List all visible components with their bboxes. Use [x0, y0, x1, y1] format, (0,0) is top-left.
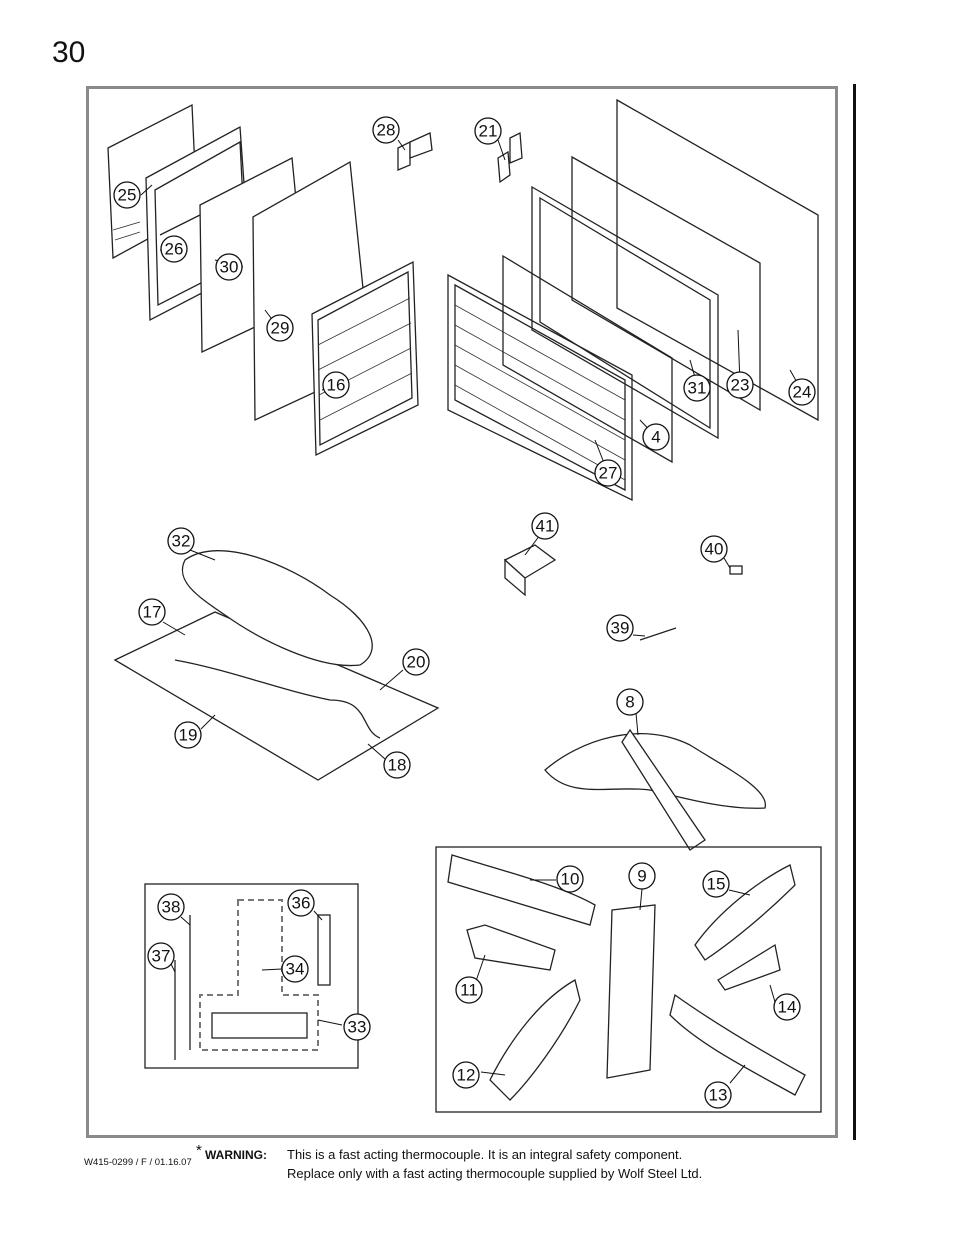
margin-rule	[853, 84, 856, 1140]
callout-14: 14	[773, 993, 801, 1021]
svg-text:9: 9	[637, 867, 646, 886]
callout-32: 32	[167, 527, 195, 555]
svg-text:13: 13	[709, 1086, 728, 1105]
document-code: W415-0299 / F / 01.16.07	[84, 1157, 192, 1168]
svg-text:41: 41	[536, 517, 555, 536]
svg-text:12: 12	[457, 1066, 476, 1085]
callout-29: 29	[266, 314, 294, 342]
callout-20: 20	[402, 648, 430, 676]
svg-text:31: 31	[688, 379, 707, 398]
callout-19: 19	[174, 721, 202, 749]
burner-subassembly-box	[144, 883, 359, 1069]
diagram-frame	[86, 86, 838, 1138]
svg-text:33: 33	[348, 1018, 367, 1037]
svg-text:19: 19	[179, 726, 198, 745]
callout-38: 38	[157, 893, 185, 921]
valve-41	[503, 544, 557, 597]
warning-text-line-1: This is a fast acting thermocouple. It i…	[287, 1147, 683, 1162]
warning-asterisk: *	[196, 1142, 202, 1159]
callout-33: 33	[343, 1013, 371, 1041]
callout-18: 18	[383, 751, 411, 779]
callout-34: 34	[281, 955, 309, 983]
door-frame-31	[531, 185, 719, 440]
callout-26: 26	[160, 235, 188, 263]
svg-text:21: 21	[479, 122, 498, 141]
callout-41: 41	[531, 512, 559, 540]
warning-label: WARNING:	[205, 1148, 267, 1162]
svg-text:4: 4	[651, 428, 660, 447]
callout-31: 31	[683, 374, 711, 402]
callout-23: 23	[726, 371, 754, 399]
callout-25: 25	[113, 181, 141, 209]
base-pan-17	[113, 611, 440, 781]
panel-23	[571, 155, 761, 412]
svg-text:36: 36	[292, 894, 311, 913]
svg-text:25: 25	[118, 186, 137, 205]
svg-text:15: 15	[707, 875, 726, 894]
callout-12: 12	[452, 1061, 480, 1089]
logs-subassembly-box	[435, 846, 822, 1113]
warning-text-line-2: Replace only with a fast acting thermoco…	[287, 1166, 703, 1181]
log-set-8	[544, 728, 766, 851]
bracket-21	[497, 131, 523, 184]
callout-36: 36	[287, 889, 315, 917]
callout-11: 11	[455, 976, 483, 1004]
callout-28: 28	[372, 116, 400, 144]
svg-text:30: 30	[220, 258, 239, 277]
svg-text:20: 20	[407, 653, 426, 672]
callout-10: 10	[556, 865, 584, 893]
page-number: 30	[52, 36, 86, 69]
part-callouts: 28 21 25 26 30 29 16 31 23 24 4 27 32 41…	[113, 116, 816, 1109]
callout-16: 16	[322, 371, 350, 399]
svg-text:11: 11	[460, 981, 478, 1000]
svg-text:32: 32	[172, 532, 191, 551]
svg-text:38: 38	[162, 898, 181, 917]
glass-4	[502, 254, 673, 464]
bracket-28	[397, 132, 433, 171]
svg-text:24: 24	[793, 383, 812, 402]
svg-text:37: 37	[152, 947, 171, 966]
svg-text:14: 14	[778, 998, 797, 1017]
ember-bed-32	[181, 550, 373, 667]
callout-37: 37	[147, 942, 175, 970]
svg-text:17: 17	[143, 603, 162, 622]
callout-4: 4	[642, 423, 670, 451]
svg-text:39: 39	[611, 619, 630, 638]
svg-text:10: 10	[561, 870, 580, 889]
orifice-40	[729, 565, 743, 575]
brick-panel-27	[447, 273, 633, 502]
brick-panel-16	[311, 260, 419, 457]
svg-text:27: 27	[599, 464, 618, 483]
callout-39: 39	[606, 614, 634, 642]
callout-21: 21	[474, 117, 502, 145]
callout-17: 17	[138, 598, 166, 626]
svg-text:16: 16	[327, 376, 346, 395]
callout-9: 9	[628, 862, 656, 890]
callout-24: 24	[788, 378, 816, 406]
svg-text:28: 28	[377, 121, 396, 140]
svg-text:40: 40	[705, 540, 724, 559]
svg-text:29: 29	[271, 319, 290, 338]
callout-8: 8	[616, 688, 644, 716]
callout-27: 27	[594, 459, 622, 487]
svg-text:18: 18	[388, 756, 407, 775]
panel-24	[616, 98, 819, 422]
callout-30: 30	[215, 253, 243, 281]
svg-text:34: 34	[286, 960, 305, 979]
svg-text:26: 26	[165, 240, 184, 259]
svg-text:23: 23	[731, 376, 750, 395]
callout-40: 40	[700, 535, 728, 563]
callout-13: 13	[704, 1081, 732, 1109]
callout-15: 15	[702, 870, 730, 898]
igniter-39	[639, 627, 677, 641]
svg-text:8: 8	[625, 693, 634, 712]
